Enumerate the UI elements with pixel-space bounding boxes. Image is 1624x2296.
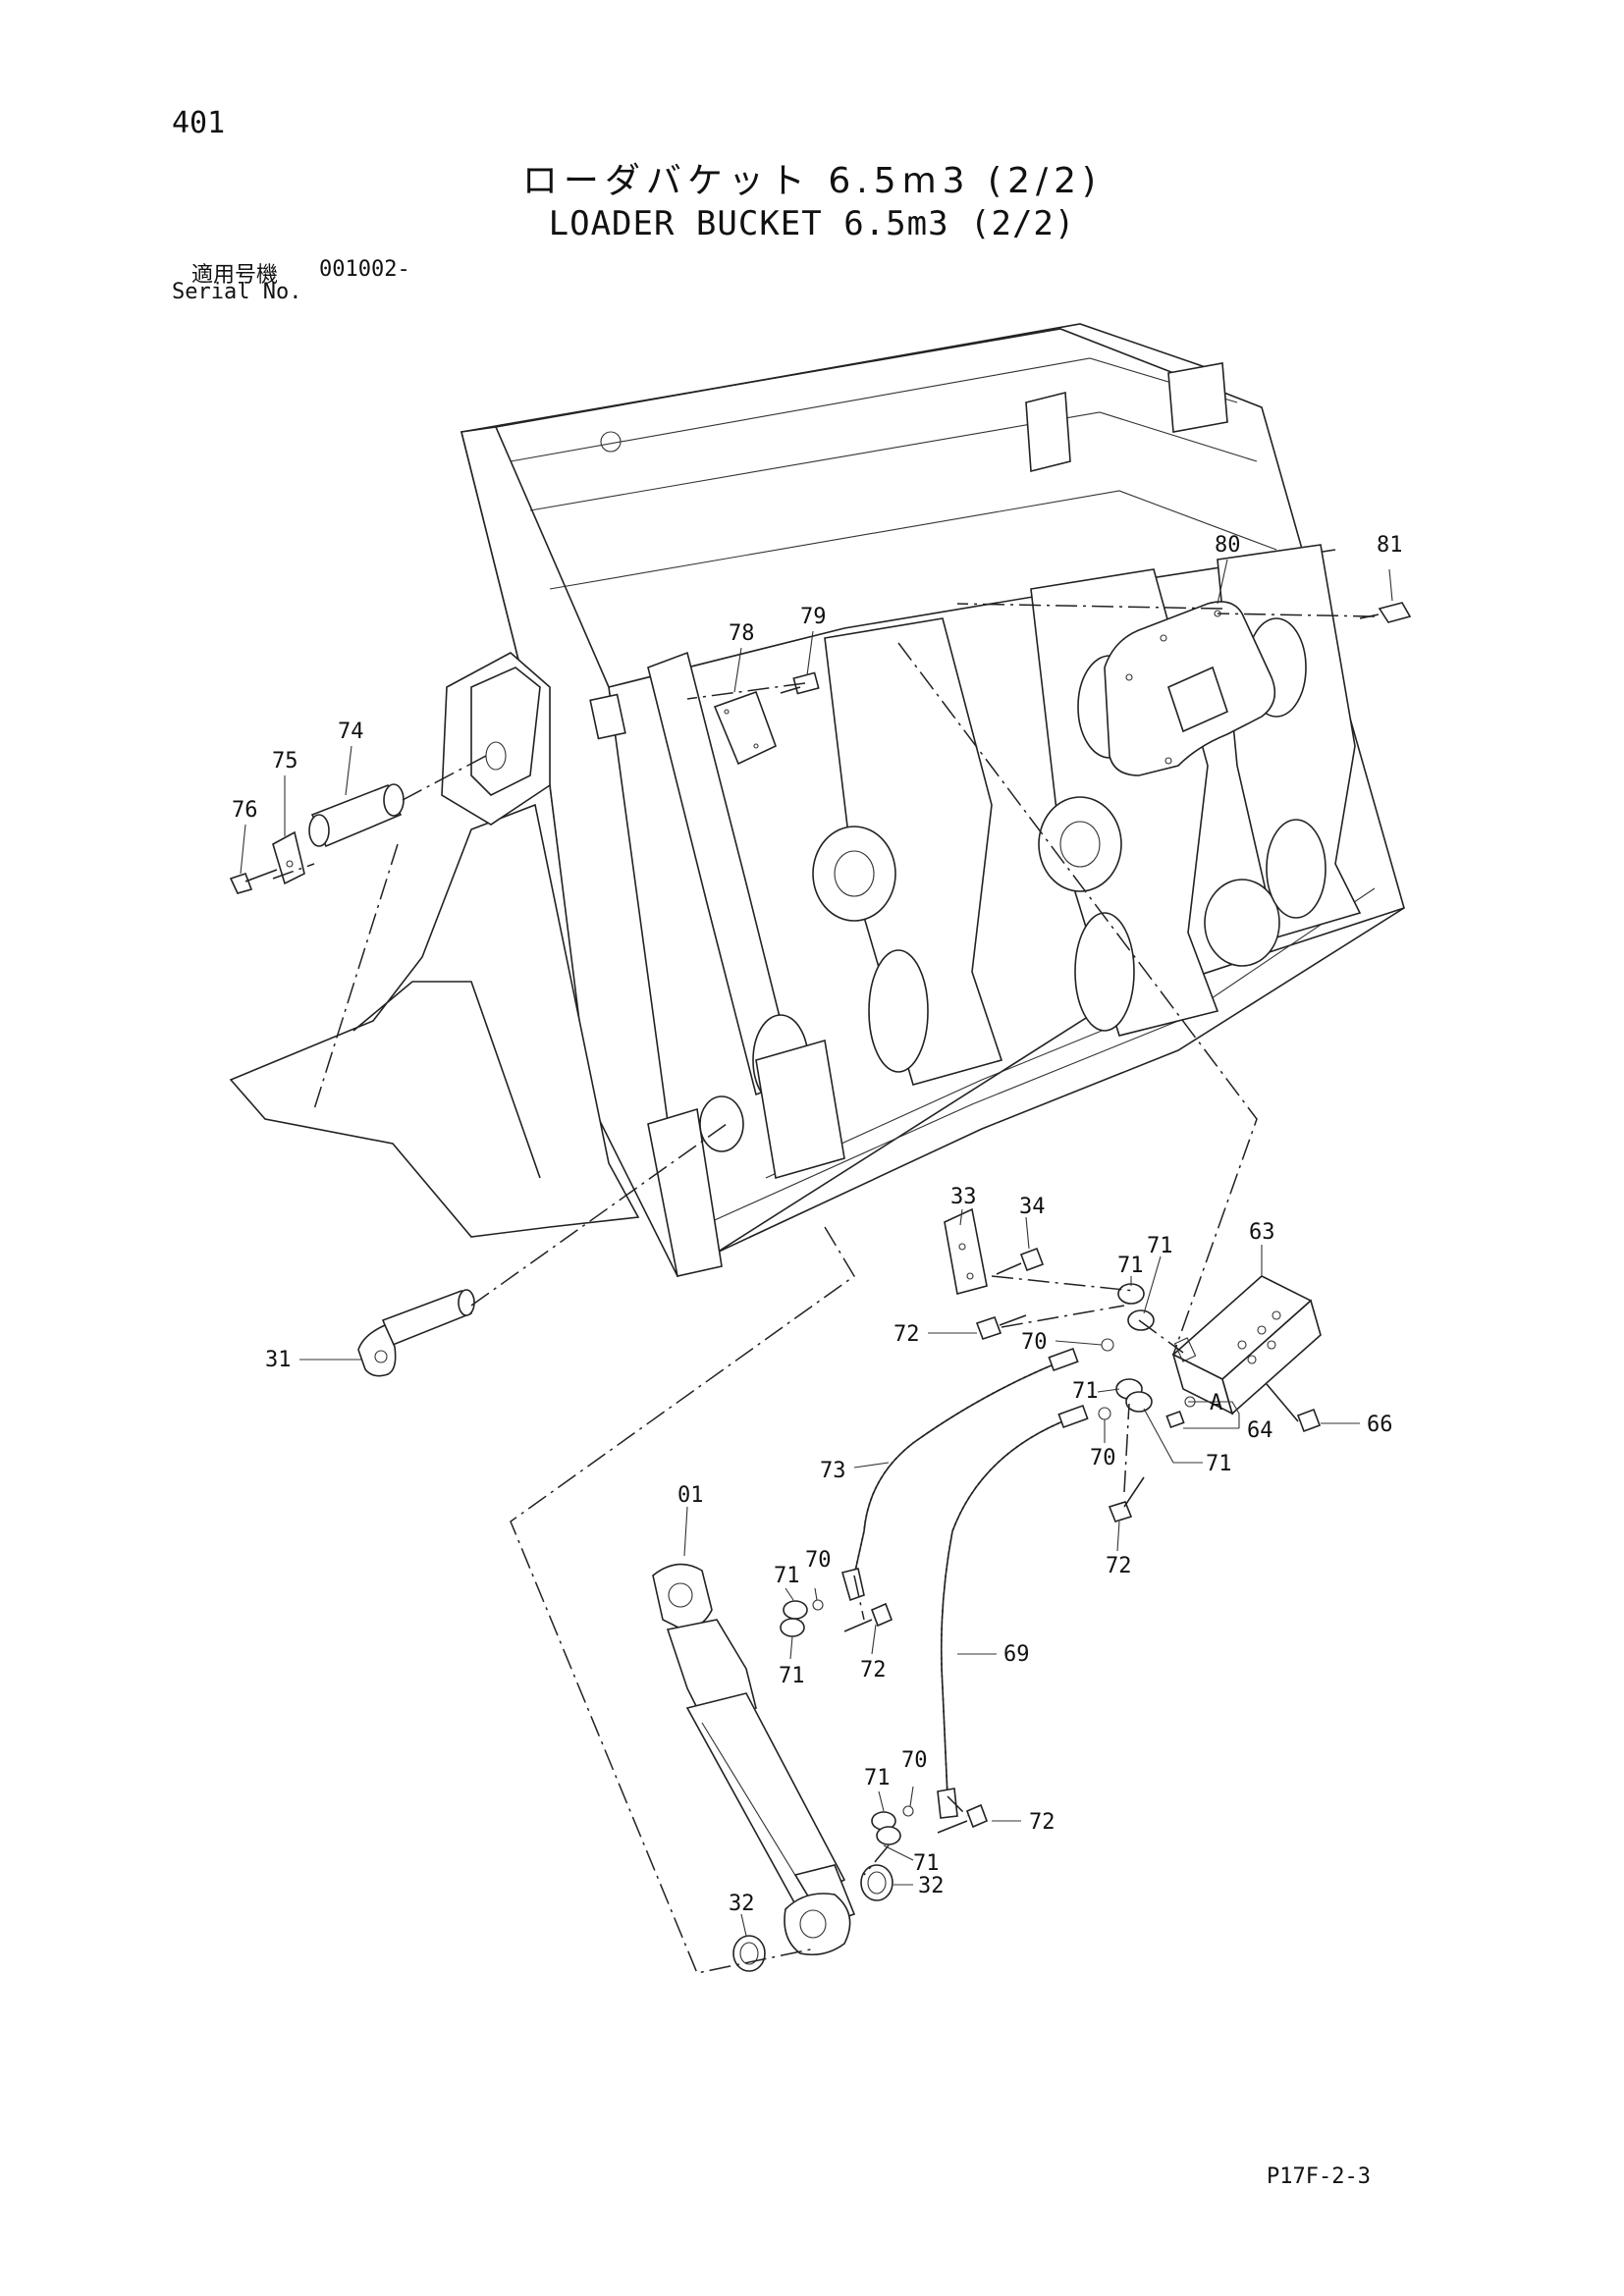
- assembly-lines: [272, 603, 1376, 1974]
- callout-66: 66: [1367, 1413, 1393, 1437]
- callout-72a: 72: [893, 1322, 920, 1347]
- serial-label-english: Serial No.: [172, 280, 302, 304]
- bushing-32-left: [732, 1935, 766, 1972]
- callout-70d: 70: [901, 1748, 928, 1773]
- callout-32a: 32: [729, 1892, 755, 1916]
- callout-70c: 70: [805, 1548, 832, 1573]
- serial-number-value: 001002-: [319, 257, 410, 282]
- callout-31: 31: [265, 1348, 292, 1372]
- callout-72b: 72: [1106, 1554, 1132, 1578]
- bolt-34: [996, 1247, 1045, 1275]
- bushing-32-right: [860, 1864, 893, 1901]
- callout-71a: 71: [1147, 1234, 1173, 1258]
- bracket-33: [944, 1207, 988, 1295]
- hose-69: [937, 1404, 1089, 1819]
- page-code: P17F-2-3: [1267, 2164, 1371, 2189]
- bolt-72-group: [843, 1314, 1145, 1834]
- callout-01: 01: [677, 1483, 704, 1508]
- callout-73: 73: [820, 1459, 846, 1483]
- cover-plate-80: [1104, 601, 1276, 776]
- callout-69: 69: [1003, 1642, 1030, 1667]
- hydraulic-cylinder-01: [652, 1563, 856, 1956]
- callout-32b: 32: [918, 1874, 945, 1898]
- flange-71-group: [780, 1283, 1155, 1845]
- callout-71g: 71: [864, 1766, 891, 1790]
- pin-74: [308, 783, 405, 848]
- valve-block-63: [1171, 1275, 1322, 1415]
- callout-71h: 71: [913, 1851, 940, 1876]
- callout-71f: 71: [779, 1664, 805, 1688]
- callout-A: A: [1210, 1391, 1222, 1415]
- callout-33: 33: [950, 1185, 977, 1209]
- bolt-76: [229, 869, 278, 894]
- callout-81: 81: [1377, 533, 1403, 558]
- plate-75: [272, 830, 305, 885]
- callout-75: 75: [272, 749, 298, 774]
- callout-72c: 72: [860, 1658, 887, 1682]
- pin-31: [357, 1289, 475, 1377]
- callout-70a: 70: [1021, 1330, 1048, 1355]
- plate-78: [713, 690, 778, 766]
- title-english: LOADER BUCKET 6.5m3 (2/2): [548, 204, 1076, 243]
- callout-70b: 70: [1090, 1446, 1116, 1470]
- title-japanese: ローダバケット 6.5m3 (2/2): [521, 161, 1103, 201]
- callout-64: 64: [1247, 1418, 1273, 1443]
- callout-71e: 71: [774, 1564, 800, 1588]
- page-number: 401: [172, 106, 226, 140]
- callout-79: 79: [800, 605, 827, 629]
- callout-80: 80: [1215, 533, 1241, 558]
- callout-71d: 71: [1206, 1452, 1232, 1476]
- callout-34: 34: [1019, 1195, 1046, 1219]
- callout-74: 74: [338, 720, 364, 744]
- serial-label-japanese: 適用号機: [191, 263, 279, 288]
- hose-73: [841, 1347, 1079, 1602]
- callout-76: 76: [232, 798, 258, 823]
- callout-72d: 72: [1029, 1810, 1056, 1835]
- callout-78: 78: [729, 621, 755, 646]
- callout-71b: 71: [1117, 1254, 1144, 1278]
- bolt-81: [1359, 602, 1412, 623]
- callout-71c: 71: [1072, 1379, 1099, 1404]
- bolt-66: [1266, 1383, 1322, 1433]
- callouts: 80 81 78 79 74 75 76 31 33 34 63 71 71 7…: [232, 533, 1403, 1916]
- bolt-79: [780, 671, 820, 695]
- side-frame: [229, 652, 845, 1277]
- callout-63: 63: [1249, 1220, 1275, 1245]
- leader-lines: [240, 559, 1393, 1937]
